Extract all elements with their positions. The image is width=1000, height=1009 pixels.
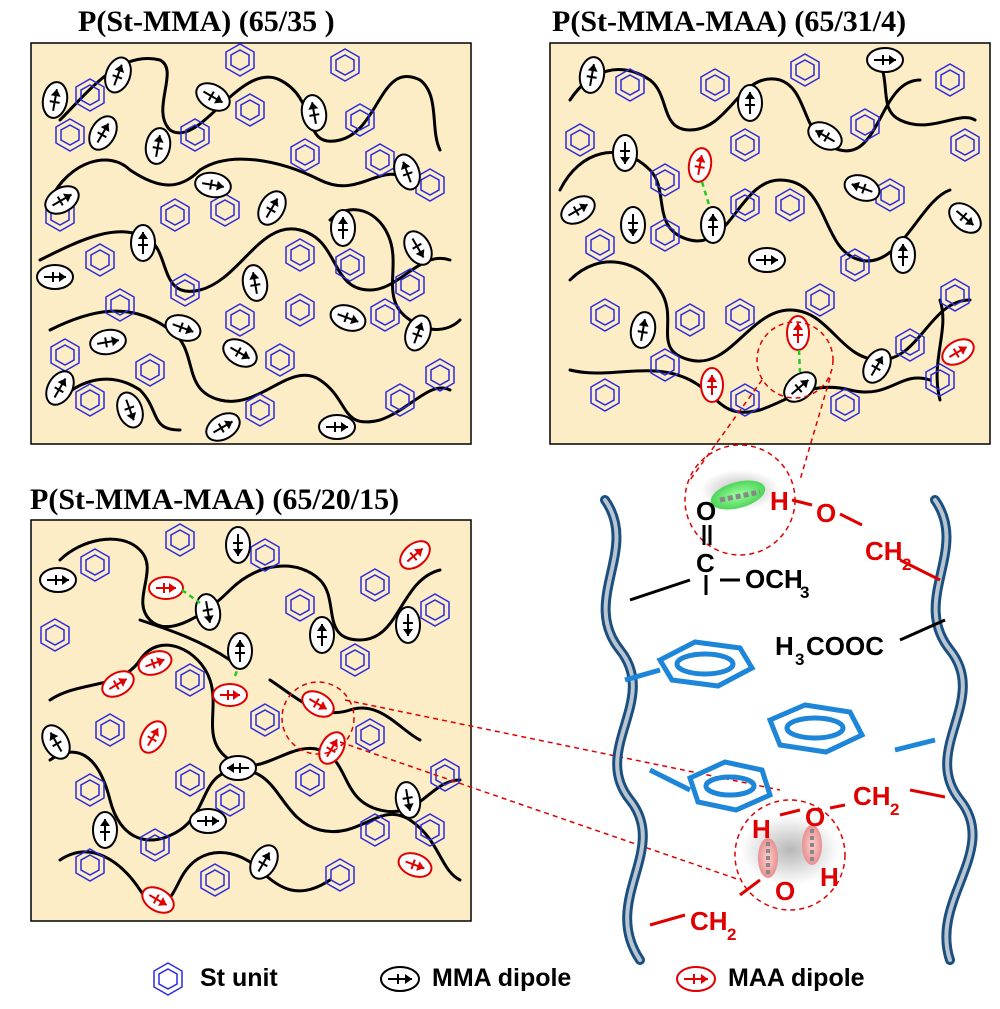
panel-title-st-mma: P(St-MMA) (65/35 ): [78, 5, 335, 38]
panel-background-st-mma: [30, 42, 472, 445]
chem-carbonyl-o: O: [696, 496, 716, 526]
styrene-units-st-mma: [45, 43, 455, 427]
hydrogen-bonds: [181, 181, 802, 677]
styrene-units-st-mma-maa-15: [40, 523, 460, 897]
panel-background-st-mma-maa-4: [549, 42, 991, 445]
chem-h-low: H: [820, 862, 839, 892]
legend-maa-dipole-label: MAA dipole: [728, 964, 865, 992]
chem-methoxy: OCH: [745, 564, 803, 594]
schematic-bonds: [629, 498, 946, 927]
panel-title-st-mma-maa-4: P(St-MMA-MAA) (65/31/4): [552, 5, 907, 38]
chem-o-top: O: [816, 498, 836, 528]
polymer-chains-st-mma: [38, 57, 462, 432]
zoom-callouts: [281, 321, 846, 911]
schematic-benzene-rings: [624, 639, 936, 813]
chem-ch2-mid-sub: 2: [890, 800, 899, 819]
mma-dipoles: [36, 47, 982, 880]
chem-ester-h: H: [775, 631, 794, 661]
legend-mma-dipole-icon: [380, 966, 420, 992]
legend-mma-dipole-label: MMA dipole: [432, 964, 572, 992]
hbond-dash-top: [719, 489, 761, 503]
chem-ch2-mid: CH: [853, 781, 891, 811]
legend-st-unit-icon: [153, 962, 183, 996]
chem-o-mid: O: [805, 802, 825, 832]
maa-dipoles: [101, 147, 975, 914]
chem-ch2-low-sub: 2: [727, 925, 736, 944]
chem-ch2-top-sub: 2: [902, 555, 911, 574]
chem-ester-sub: 3: [795, 650, 804, 669]
chem-methoxy-sub: 3: [800, 583, 809, 602]
chem-h-top: H: [770, 486, 789, 516]
legend-st-unit-label: St unit: [200, 964, 278, 992]
chem-labels: O C OCH 3 H O CH 2 H 3 COOC H O CH 2 O H…: [690, 486, 911, 944]
chem-ch2-low: CH: [690, 906, 728, 936]
chem-carbon: C: [696, 548, 715, 578]
panel-title-st-mma-maa-15: P(St-MMA-MAA) (65/20/15): [30, 483, 400, 516]
legend-maa-dipole-icon: [676, 966, 716, 992]
backbone-chains: [600, 495, 978, 965]
chem-ester-rest: COOC: [806, 631, 884, 661]
chem-h-mid: H: [752, 814, 771, 844]
chem-ch2-top: CH: [865, 536, 903, 566]
styrene-units-st-mma-maa-4: [565, 53, 980, 422]
chem-o-low: O: [775, 876, 795, 906]
